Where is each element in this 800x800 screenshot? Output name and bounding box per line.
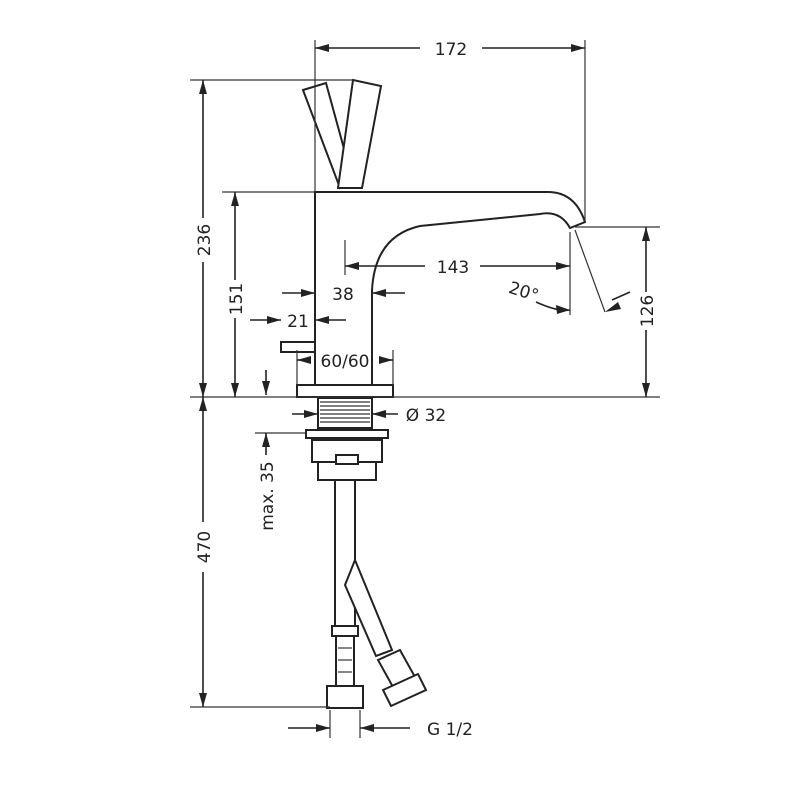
washer <box>305 429 389 439</box>
lever-handle-front <box>336 78 383 189</box>
base-plate <box>296 384 394 398</box>
dim-236: 236 <box>195 224 215 256</box>
side-cap <box>280 341 316 353</box>
dimension-arrows <box>199 44 650 732</box>
dim-151: 151 <box>227 283 247 315</box>
shank-threads <box>320 401 370 423</box>
dim-470: 470 <box>195 531 215 563</box>
faucet-body <box>314 191 587 386</box>
dimension-lines <box>190 40 660 738</box>
installation-parts <box>305 397 428 709</box>
faucet-outline <box>280 78 587 398</box>
dim-21: 21 <box>287 312 309 332</box>
hose-nut-left <box>326 685 364 709</box>
hose-straight <box>334 479 356 629</box>
threaded-shank <box>317 397 373 429</box>
dim-g-1-2: G 1/2 <box>427 720 473 740</box>
dim-20-degrees: 20° <box>506 278 541 306</box>
hose-fitting-left <box>335 635 355 687</box>
hose-angled <box>343 557 394 658</box>
dim-38: 38 <box>332 285 354 305</box>
hose-nut-right <box>381 672 428 708</box>
dim-126: 126 <box>638 295 658 327</box>
hose-ferrule-left <box>331 625 359 637</box>
dim-172: 172 <box>435 40 467 60</box>
dim-60-60: 60/60 <box>321 352 370 372</box>
dim-143: 143 <box>437 258 469 278</box>
dimension-labels: 172 236 151 126 143 20° 38 21 60/60 Ø 32… <box>195 40 658 740</box>
dim-max-35: max. 35 <box>258 461 278 530</box>
dim-diameter-32: Ø 32 <box>406 406 446 426</box>
nut-slot <box>335 454 359 465</box>
